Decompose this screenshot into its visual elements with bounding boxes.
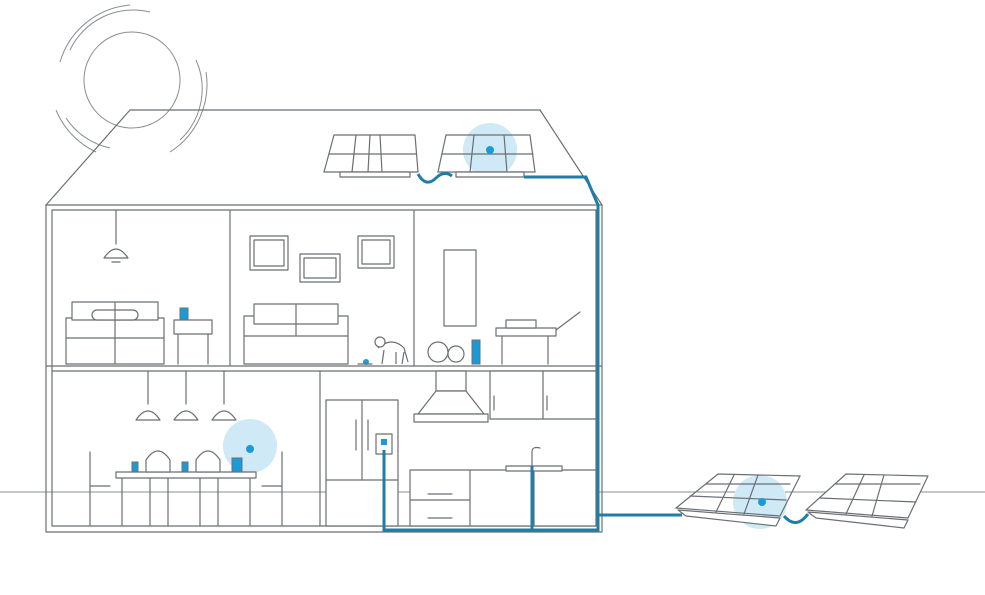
dining-room — [90, 371, 282, 526]
upper-cabinets — [490, 371, 596, 419]
panel-link-pipe — [784, 514, 808, 523]
gym-room — [428, 250, 580, 364]
balls — [428, 340, 480, 364]
living-room — [244, 236, 408, 365]
weight-bench — [496, 312, 580, 364]
dog-icon — [358, 337, 408, 365]
bedroom — [66, 210, 212, 364]
picture-frame — [250, 236, 288, 270]
roof-solar-panel-right — [438, 123, 535, 177]
sofa — [244, 304, 348, 364]
ground-solar-panel-left — [676, 474, 800, 529]
mirror — [444, 250, 476, 326]
pendant-lamp-icon — [104, 249, 128, 258]
sun-icon — [56, 5, 207, 152]
picture-frame — [358, 236, 394, 268]
sensor-dot-icon — [486, 146, 494, 154]
sensor-dot-icon — [758, 498, 766, 506]
sensor-dot-icon — [246, 445, 254, 453]
pendant-lamp-icon — [136, 411, 160, 420]
refrigerator — [326, 400, 398, 526]
range-hood — [414, 371, 488, 422]
nightstand — [174, 308, 212, 364]
ground-solar-panel-right — [806, 474, 928, 528]
bed — [66, 302, 164, 364]
pendant-lamp-icon — [174, 411, 198, 420]
kitchen — [326, 371, 596, 526]
roof-solar-panel-left — [324, 135, 418, 177]
pendant-lamp-icon — [212, 411, 236, 420]
lower-cabinets — [410, 448, 596, 527]
